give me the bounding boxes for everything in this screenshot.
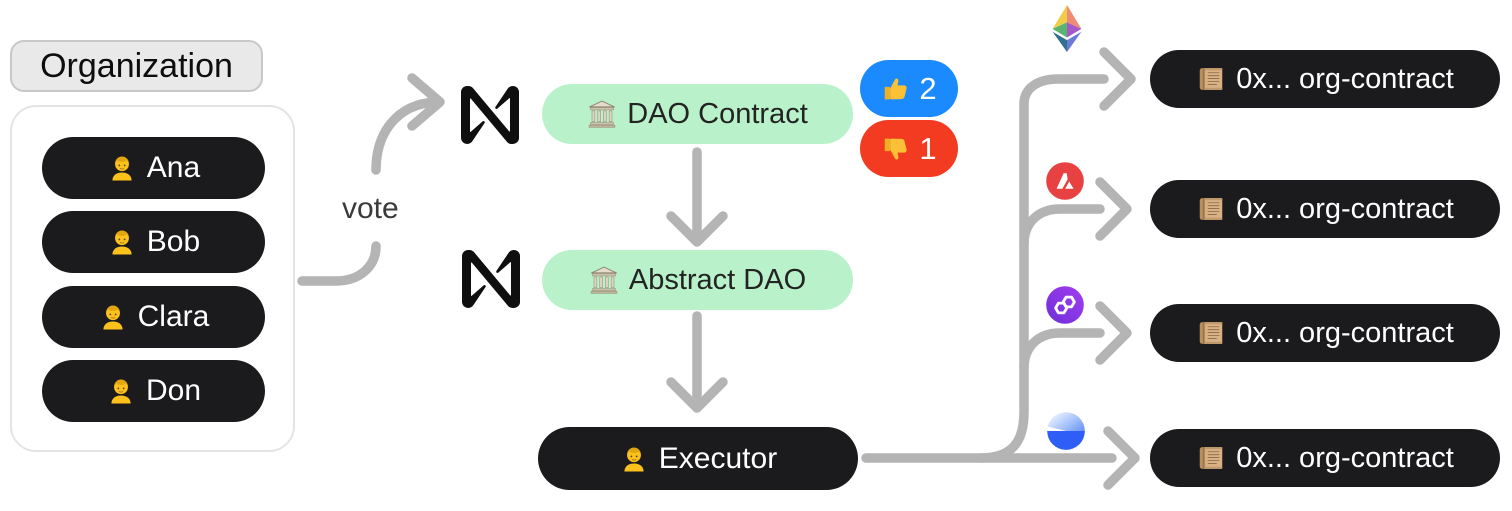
contract-label: 0x... org-contract [1236, 316, 1454, 349]
downvote-count: 1 [919, 130, 937, 166]
contract-label: 0x... org-contract [1236, 62, 1454, 95]
classical-building-icon [589, 265, 619, 295]
abstract-dao-node: Abstract DAO [542, 250, 853, 310]
branch-1-arrowhead [1099, 47, 1136, 111]
person-icon [107, 153, 137, 183]
org-contract-pill-avalanche: 0x... org-contract [1150, 180, 1500, 238]
scroll-icon [1196, 64, 1226, 94]
abstract-to-executor-arrowhead [666, 377, 728, 413]
dao-contract-node: DAO Contract [542, 84, 853, 144]
near-logo-icon [461, 86, 519, 144]
dao-contract-label: DAO Contract [627, 97, 808, 130]
member-pill-clara: Clara [42, 286, 265, 348]
ethereum-icon [1048, 5, 1086, 52]
org-to-vote-line [297, 241, 381, 286]
vote-to-near-arrow [371, 97, 441, 175]
org-contract-pill-sphere: 0x... org-contract [1150, 429, 1500, 487]
scroll-icon [1196, 318, 1226, 348]
scroll-icon [1196, 443, 1226, 473]
org-contract-pill-polygon: 0x... org-contract [1150, 304, 1500, 362]
branch-trunk [975, 74, 1109, 463]
person-icon [107, 227, 137, 257]
member-name: Don [145, 374, 202, 407]
person-icon [619, 444, 649, 474]
scroll-icon [1196, 194, 1226, 224]
executor-label: Executor [658, 441, 778, 475]
contract-label: 0x... org-contract [1236, 192, 1454, 225]
dao-to-abstract-arrowhead [666, 211, 728, 247]
member-pill-bob: Bob [42, 211, 265, 273]
organization-label: Organization [10, 40, 263, 92]
abstract-dao-label: Abstract DAO [628, 263, 807, 296]
upvote-badge: 2 [860, 60, 958, 117]
member-pill-ana: Ana [42, 137, 265, 199]
branch-3-arrowhead [1095, 301, 1132, 365]
branch-3 [1019, 328, 1105, 373]
vote-label: vote [342, 192, 399, 225]
downvote-badge: 1 [860, 120, 958, 177]
member-name: Bob [146, 225, 201, 258]
contract-label: 0x... org-contract [1236, 441, 1454, 474]
upvote-count: 2 [919, 70, 937, 106]
vote-arrowhead [407, 73, 445, 131]
executor-node: Executor [538, 427, 858, 490]
member-name: Clara [137, 300, 210, 333]
branch-2-arrowhead [1095, 177, 1132, 241]
blue-sphere-icon [1046, 411, 1086, 451]
person-icon [106, 376, 136, 406]
branch-2 [1019, 204, 1105, 249]
thumbs-up-icon [881, 74, 911, 104]
member-pill-don: Don [42, 360, 265, 422]
member-name: Ana [146, 151, 201, 184]
classical-building-icon [587, 99, 617, 129]
avalanche-icon [1045, 161, 1085, 201]
polygon-icon [1045, 285, 1085, 325]
org-contract-pill-ethereum: 0x... org-contract [1150, 50, 1500, 108]
branch-4-arrowhead [1103, 426, 1140, 490]
person-icon [98, 302, 128, 332]
near-logo-icon [462, 250, 520, 308]
thumbs-down-icon [881, 134, 911, 164]
